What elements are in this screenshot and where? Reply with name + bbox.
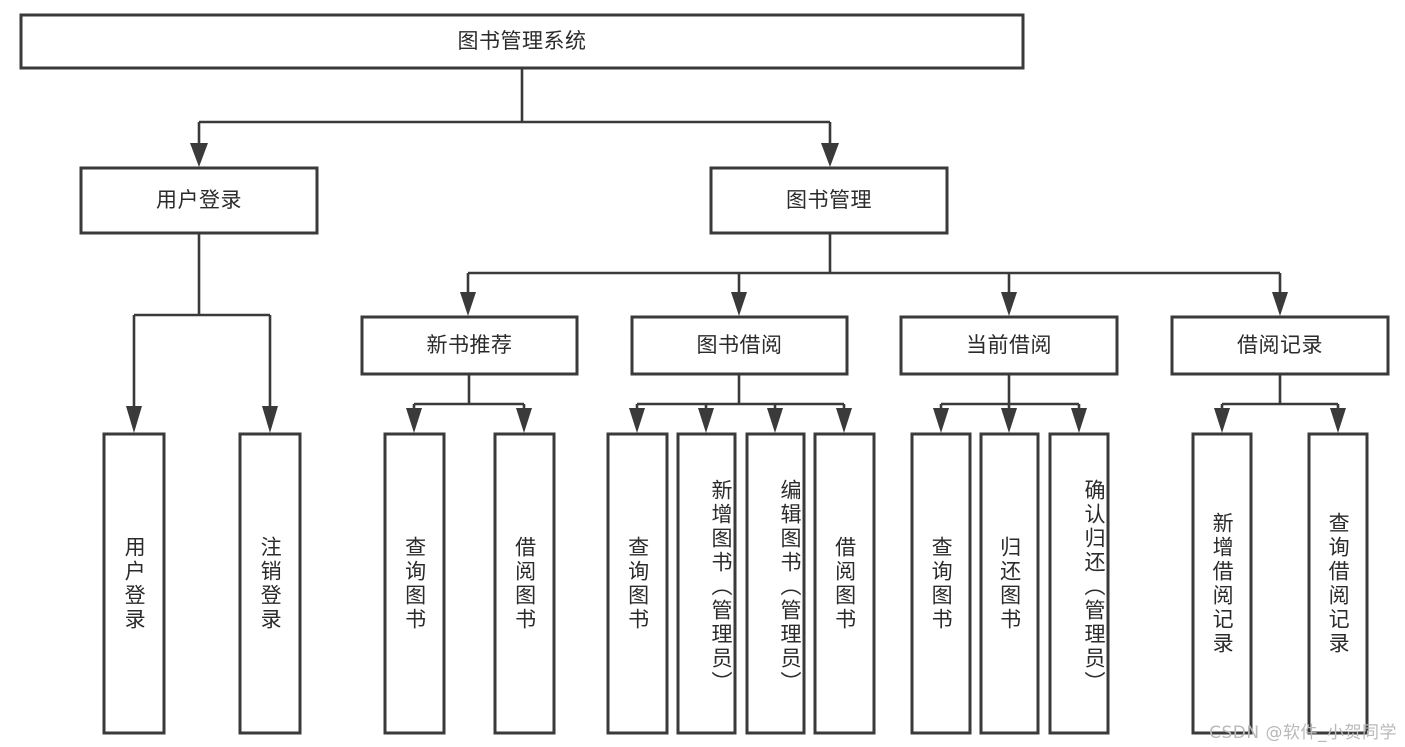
node-root-box[interactable] [19, 13, 1025, 70]
leaf-box-cb-return[interactable] [979, 432, 1040, 735]
arrowhead-to-bb-add [698, 408, 714, 433]
arrowhead-to-cb-return [1001, 408, 1017, 433]
leaf-box-bb-edit[interactable] [745, 432, 806, 735]
arrowhead-to-book-manage [821, 143, 839, 167]
arrowhead-to-current-borrow [1001, 292, 1017, 316]
arrowhead-to-user-login [190, 143, 208, 167]
leaf-box-user-login[interactable] [102, 432, 166, 735]
leaf-box-br-add[interactable] [1191, 432, 1253, 735]
arrowhead-to-borrow-record [1272, 292, 1288, 316]
leaf-box-br-query[interactable] [1307, 432, 1369, 735]
node-book-manage-box[interactable] [709, 166, 949, 235]
arrowhead-to-cb-confirm [1071, 408, 1087, 433]
node-new-book-box[interactable] [360, 315, 579, 376]
leaf-box-nb-borrow[interactable] [493, 432, 556, 735]
leaf-box-bb-query[interactable] [606, 432, 669, 735]
arrowhead-to-bb-edit [767, 408, 783, 433]
arrowhead-to-br-add [1214, 408, 1230, 433]
arrowhead-to-bb-borrow [836, 408, 852, 433]
leaf-box-bb-borrow[interactable] [813, 432, 876, 735]
arrowhead-to-bb-query [629, 408, 645, 433]
leaf-box-logout[interactable] [238, 432, 302, 735]
leaf-box-bb-add[interactable] [676, 432, 737, 735]
arrowhead-to-leaf-logout [262, 406, 278, 433]
node-user-login-box[interactable] [79, 166, 319, 235]
node-book-borrow-box[interactable] [630, 315, 849, 376]
leaf-box-cb-confirm[interactable] [1048, 432, 1110, 735]
node-current-borrow-box[interactable] [899, 315, 1119, 376]
arrowhead-to-new-book [460, 292, 476, 316]
arrowhead-to-leaf-user-login [126, 406, 142, 433]
arrowhead-to-nb-borrow [516, 408, 532, 433]
node-borrow-record-box[interactable] [1170, 315, 1390, 376]
leaf-box-nb-query[interactable] [383, 432, 446, 735]
arrowhead-to-cb-query [933, 408, 949, 433]
arrowhead-to-book-borrow [731, 292, 747, 316]
arrowhead-to-nb-query [406, 408, 422, 433]
leaf-box-cb-query[interactable] [910, 432, 972, 735]
arrowhead-to-br-query [1330, 408, 1346, 433]
